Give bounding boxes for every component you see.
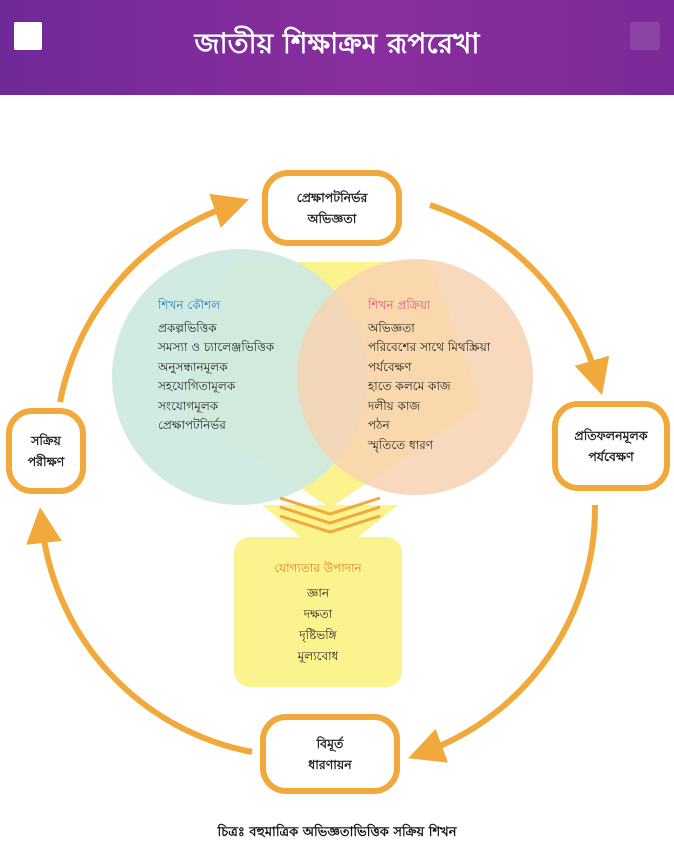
cycle-arrow-top-right (429, 202, 610, 396)
learning-strategy-heading: শিখন কৌশল (158, 298, 221, 312)
node-abstract-conceptualization: বিমূর্ত ধারণায়ন (260, 714, 400, 794)
header-bar: জাতীয় শিক্ষাক্রম রূপরেখা (0, 0, 674, 95)
list-item: সমস্যা ও চ্যালেঞ্জভিত্তিক (158, 340, 275, 354)
list-item: পঠন (368, 418, 390, 432)
list-item: অনুসন্ধানমূলক (158, 359, 228, 374)
funnel-tail (262, 505, 398, 552)
list-item: সহযোগিতামূলক (158, 379, 236, 393)
node-contextual-experience: প্রেক্ষাপটনির্ভর অভিজ্ঞতা (262, 170, 402, 246)
list-item: সংযোগমূলক (158, 398, 219, 413)
list-item: হাতে কলমে কাজ (368, 379, 451, 393)
learning-process-list: শিখন প্রক্রিয়া অভিজ্ঞতা পরিবেশের সাথে ম… (368, 296, 490, 455)
competency-heading: যোগ্যতার উপাদান (274, 560, 362, 575)
strategy-circle (112, 249, 368, 505)
cycle-arrow-right-bottom (408, 504, 599, 763)
page-title: জাতীয় শিক্ষাক্রম রূপরেখা (194, 27, 480, 60)
cycle-diagram (26, 193, 610, 763)
down-chevrons-icon (279, 496, 381, 534)
list-item: মূল্যবোধ (297, 648, 339, 663)
list-item: জ্ঞান (306, 585, 330, 600)
list-item: অভিজ্ঞতা (368, 320, 415, 335)
list-item: দক্ষতা (303, 606, 333, 621)
list-item: প্রকল্পভিত্তিক (158, 320, 217, 335)
process-circle (297, 259, 533, 495)
list-item: স্মৃতিতে ধারণ (368, 437, 434, 452)
learning-strategy-list: শিখন কৌশল প্রকল্পভিত্তিক সমস্যা ও চ্যালে… (158, 296, 274, 436)
cycle-arrow-left-top (57, 193, 250, 403)
list-item: দলীয় কাজ (368, 398, 421, 413)
node-active-experimentation: সক্রিয় পরীক্ষণ (6, 408, 86, 494)
list-item: পর্যবেক্ষণ (368, 359, 412, 374)
options-icon[interactable] (630, 22, 660, 50)
list-item: প্রেক্ষাপটনির্ভর (158, 418, 226, 432)
competency-box: যোগ্যতার উপাদান জ্ঞান দক্ষতা দৃষ্টিভঙ্গি… (234, 537, 402, 687)
list-item: দৃষ্টিভঙ্গি (299, 627, 337, 642)
list-item: পরিবেশের সাথে মিথস্ক্রিয়া (368, 340, 491, 354)
learning-process-heading: শিখন প্রক্রিয়া (368, 298, 431, 312)
figure-caption: চিত্রঃ বহুমাত্রিক অভিজ্ঞতাভিত্তিক সক্রিয… (217, 825, 457, 840)
node-reflective-observation: প্রতিফলনমূলক পর্যবেক্ষণ (552, 401, 670, 491)
cycle-arrow-bottom-left (26, 507, 253, 755)
menu-icon[interactable] (14, 22, 42, 50)
